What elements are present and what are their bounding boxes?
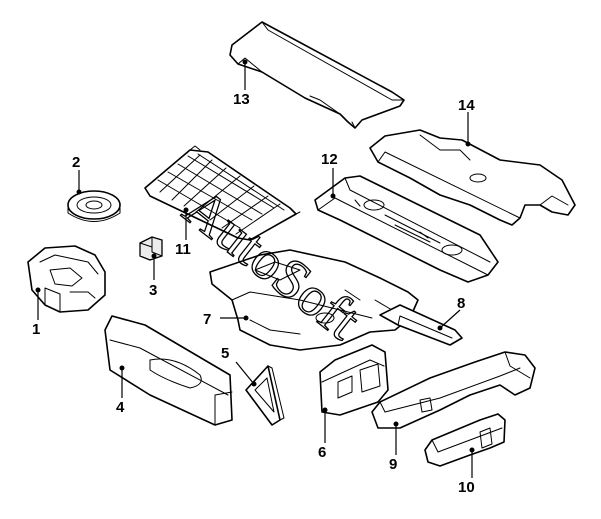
part-14-rear-reinforcement [369,129,576,226]
part-2-disc-cover [67,190,121,222]
callout-7: 7 [203,311,211,328]
part-1-storage-tray [27,245,106,313]
leader-lines [35,59,475,478]
callout-14: 14 [458,97,475,114]
callout-5: 5 [221,345,229,362]
callout-13: 13 [233,91,250,108]
callout-3: 3 [149,282,157,299]
part-7-rear-floor [209,249,419,351]
part-12-floor-crossmember [314,175,499,283]
part-3-clip [139,236,163,261]
callout-8: 8 [457,295,465,312]
callout-10: 10 [458,479,475,496]
part-11-luggage-net [144,145,301,241]
part-4-side-panel [104,315,233,426]
callout-4: 4 [116,399,125,416]
part-9-side-member [371,351,536,429]
callout-9: 9 [389,456,397,473]
callout-1: 1 [32,321,40,338]
part-6-trim-panel [319,344,389,416]
callout-6: 6 [318,444,326,461]
callout-2: 2 [72,154,80,171]
part-8-floor-rail [379,304,463,346]
callout-12: 12 [321,151,338,168]
part-13-parcel-shelf [229,21,405,129]
part-10-lower-bracket [424,413,506,467]
callout-11: 11 [175,241,191,258]
part-5-warning-triangle [245,365,285,426]
